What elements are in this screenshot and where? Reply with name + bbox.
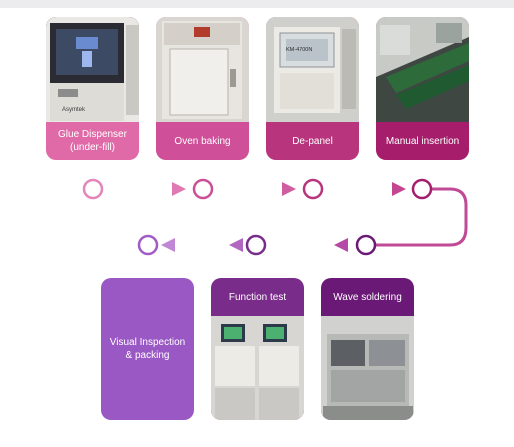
manual-insertion-photo [376, 17, 469, 122]
step-label-wave-soldering: Wave soldering [333, 291, 402, 303]
function-test-photo [211, 316, 304, 420]
step-label-function-test: Function test [228, 291, 287, 303]
step-card-oven-baking: Oven baking [156, 17, 249, 160]
arrow-right-1 [172, 182, 186, 196]
step-label-visual-line2: & packing [125, 350, 170, 361]
arrow-left-3 [161, 238, 175, 252]
node-manual-insertion [411, 178, 433, 200]
step-label-de-panel: De-panel [292, 135, 333, 147]
step-label-oven-baking: Oven baking [174, 135, 231, 147]
oven-baking-photo [156, 17, 249, 122]
arrow-right-3 [392, 182, 406, 196]
step-label-glue-line1: Glue Dispenser [58, 129, 127, 140]
step-card-function-test: Function test [211, 278, 304, 420]
arrow-left-1 [334, 238, 348, 252]
step-card-wave-soldering: Wave soldering [321, 278, 414, 420]
glue-dispenser-photo: Asymtek [46, 17, 139, 122]
node-de-panel [302, 178, 324, 200]
step-card-glue-dispenser: Asymtek Glue Dispenser (under-fill) [46, 17, 139, 160]
node-oven-baking [192, 178, 214, 200]
step-label-visual-inspection: Visual Inspection & packing [101, 278, 194, 420]
node-function-test [245, 234, 267, 256]
step-label-manual-insertion: Manual insertion [385, 135, 460, 147]
node-glue-dispenser [82, 178, 104, 200]
glue-brand-text: Asymtek [62, 107, 86, 113]
arrow-left-2 [229, 238, 243, 252]
node-wave-soldering [355, 234, 377, 256]
arrow-right-2 [282, 182, 296, 196]
de-panel-model-text: KM-4700N [286, 47, 312, 53]
step-label-visual-line1: Visual Inspection [109, 337, 186, 348]
step-card-manual-insertion: Manual insertion [376, 17, 469, 160]
step-label-glue-line2: (under-fill) [69, 142, 115, 153]
step-label-glue-dispenser: Glue Dispenser (under-fill) [46, 122, 139, 160]
top-bar [0, 0, 514, 8]
step-card-visual-inspection: Visual Inspection & packing [101, 278, 194, 420]
node-visual-inspection [137, 234, 159, 256]
wave-soldering-photo [321, 316, 414, 420]
flow-line-turn [374, 187, 468, 247]
de-panel-photo: KM-4700N [266, 17, 359, 122]
step-card-de-panel: KM-4700N De-panel [266, 17, 359, 160]
